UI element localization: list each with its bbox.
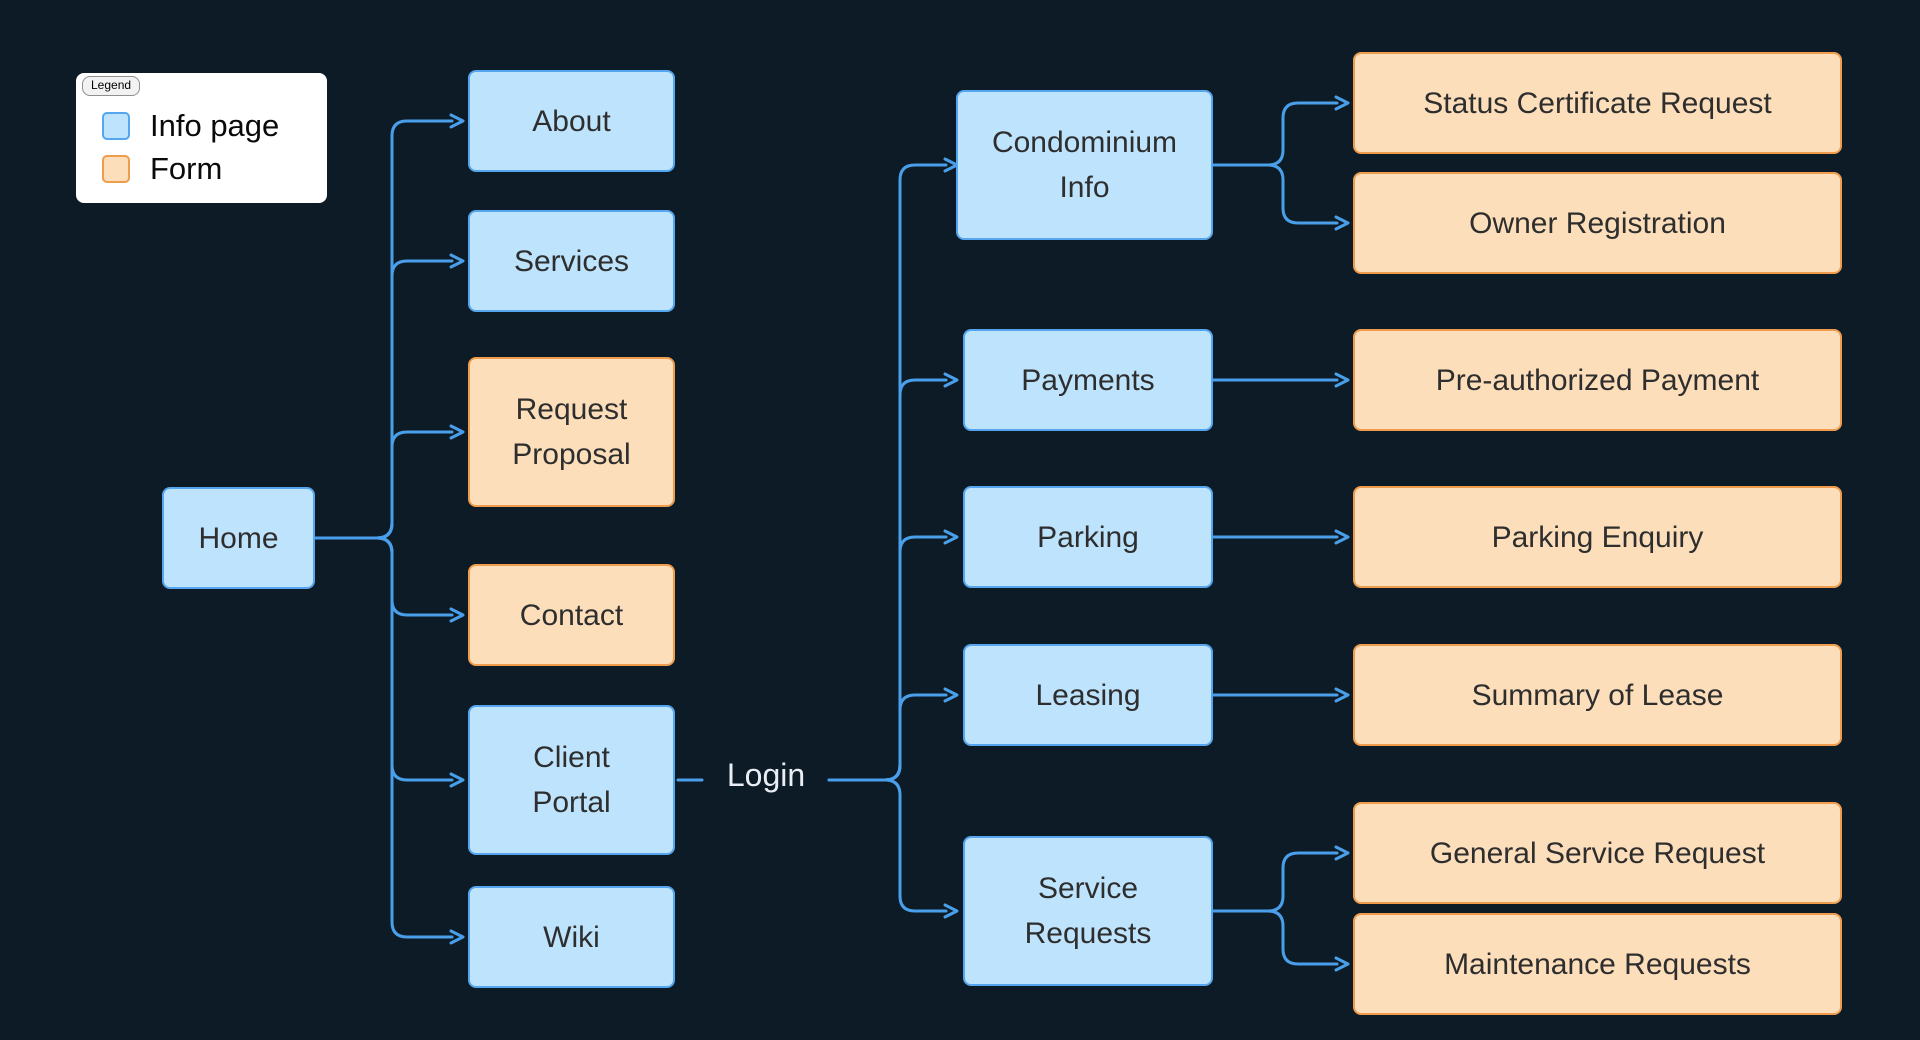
node-client-portal: Client Portal	[468, 705, 675, 855]
edge-login-leasing	[827, 687, 959, 782]
legend-title: Legend	[82, 76, 141, 96]
legend-item-label: Form	[150, 151, 223, 187]
edge-home-wiki	[313, 536, 465, 945]
legend-rows: Info page Form	[102, 108, 280, 187]
node-request-proposal: Request Proposal	[468, 357, 675, 507]
edge-home-contact	[313, 536, 465, 623]
legend-item-info-page: Info page	[102, 108, 280, 143]
node-about: About	[468, 70, 675, 172]
node-contact: Contact	[468, 564, 675, 666]
edge-service-maintenance	[1211, 909, 1350, 972]
node-summary-of-lease: Summary of Lease	[1353, 644, 1842, 746]
edge-service-general	[1211, 845, 1350, 913]
edge-condo-status-certificate	[1211, 95, 1350, 167]
node-home: Home	[162, 487, 315, 589]
node-service-requests: Service Requests	[963, 836, 1213, 986]
node-owner-registration: Owner Registration	[1353, 172, 1842, 274]
edge-condo-owner-registration	[1211, 163, 1350, 231]
edge-home-services	[313, 253, 465, 540]
login-label: Login	[726, 757, 806, 793]
edge-login-parking	[827, 529, 959, 782]
node-parking: Parking	[963, 486, 1213, 588]
node-pre-authorized-payment: Pre-authorized Payment	[1353, 329, 1842, 431]
legend: Legend Info page Form	[76, 73, 327, 203]
edge-login-payments	[827, 372, 959, 782]
edge-login-service-requests	[827, 778, 959, 919]
node-leasing: Leasing	[963, 644, 1213, 746]
node-maintenance-requests: Maintenance Requests	[1353, 913, 1842, 1015]
form-swatch-icon	[102, 155, 130, 184]
legend-item-form: Form	[102, 151, 279, 187]
node-parking-enquiry: Parking Enquiry	[1353, 486, 1842, 588]
node-payments: Payments	[963, 329, 1213, 431]
legend-item-label: Info page	[150, 108, 280, 143]
node-wiki: Wiki	[468, 886, 675, 988]
node-general-service-request: General Service Request	[1353, 802, 1842, 904]
edge-home-request-proposal	[313, 424, 465, 540]
node-services: Services	[468, 210, 675, 312]
edge-home-client-portal	[313, 536, 465, 788]
info-page-swatch-icon	[102, 112, 130, 141]
edge-login-condominium-info	[827, 157, 959, 782]
node-status-certificate-request: Status Certificate Request	[1353, 52, 1842, 154]
edge-home-about	[313, 113, 465, 540]
node-condominium-info: Condominium Info	[956, 90, 1213, 240]
